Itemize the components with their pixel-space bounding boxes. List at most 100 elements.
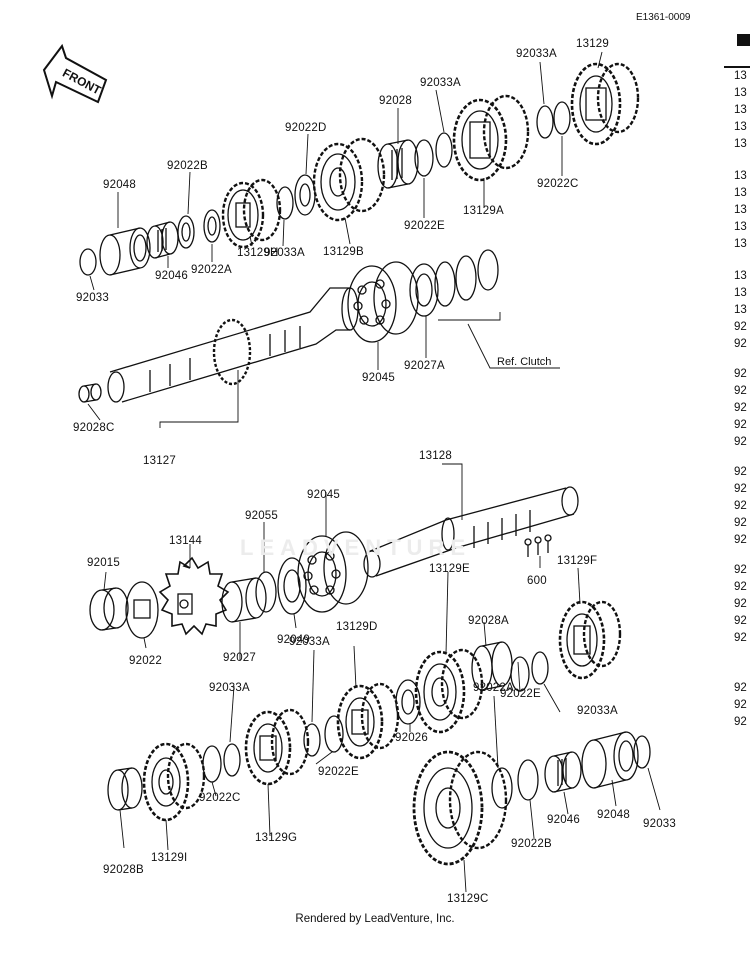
gear-13129F	[558, 600, 622, 680]
callout-92022D: 92022D	[285, 122, 327, 134]
washer-92022E-b	[324, 715, 344, 753]
callout-92033A: 92033A	[420, 77, 461, 89]
gear-13129E	[414, 648, 484, 734]
bushing-92028	[377, 139, 419, 189]
callout-92045: 92045	[362, 372, 395, 384]
parts-list-row: 92	[734, 517, 747, 529]
parts-list-row: 92	[734, 716, 747, 728]
gear-13129H	[221, 178, 282, 249]
bushing-92028A	[471, 641, 513, 691]
bearing-92046-top	[146, 221, 179, 259]
callout-92033: 92033	[76, 292, 109, 304]
circlip-92033A-top	[536, 105, 554, 139]
oring-92055	[255, 571, 277, 613]
parts-list-row: 92	[734, 615, 747, 627]
parts-list-row: 92	[734, 564, 747, 576]
callout-92045: 92045	[307, 489, 340, 501]
parts-list-row: 13	[734, 170, 747, 182]
callout-92022A: 92022A	[191, 264, 232, 276]
callout-600: 600	[527, 575, 547, 587]
gear-13129D	[336, 682, 400, 760]
washer-92022D	[294, 174, 316, 216]
parts-list-row: 13	[734, 70, 747, 82]
callout-92022C: 92022C	[199, 792, 241, 804]
callout-92028B: 92028B	[103, 864, 144, 876]
callout-92033A: 92033A	[289, 636, 330, 648]
parts-list-row: 13	[734, 238, 747, 250]
callout-92022A: 92022A	[473, 682, 514, 694]
parts-list-row: 13	[734, 204, 747, 216]
callout-92022C: 92022C	[537, 178, 579, 190]
parts-list-row: 92	[734, 436, 747, 448]
parts-list-row: 92	[734, 466, 747, 478]
callout-92028: 92028	[379, 95, 412, 107]
callout-92022E: 92022E	[318, 766, 359, 778]
parts-list-row: 13	[734, 270, 747, 282]
front-arrow-icon: FRONT	[42, 43, 108, 104]
side-header-mark	[737, 34, 750, 46]
callout-92033A: 92033A	[577, 705, 618, 717]
callout-92048: 92048	[103, 179, 136, 191]
parts-list-row: 13	[734, 87, 747, 99]
bushing-92028C	[78, 383, 102, 403]
parts-list-row: 13	[734, 304, 747, 316]
callout-92055: 92055	[245, 510, 278, 522]
parts-list-row: 92	[734, 385, 747, 397]
circlip-92033-top	[79, 248, 97, 276]
callout-92046: 92046	[547, 814, 580, 826]
callout-92022B: 92022B	[167, 160, 208, 172]
callout-92028A: 92028A	[468, 615, 509, 627]
callout-13129G: 13129G	[255, 832, 298, 844]
parts-list-row: 13	[734, 138, 747, 150]
parts-list-row: 92	[734, 419, 747, 431]
screw-600	[524, 534, 552, 557]
callout-13127: 13127	[143, 455, 176, 467]
washer-92022A-b	[491, 767, 513, 809]
callout-13129H: 13129H	[237, 247, 279, 259]
callout-92015: 92015	[87, 557, 120, 569]
circlip-92033-b	[633, 735, 651, 769]
washer-92022B-top	[177, 215, 195, 249]
ref-clutch-clip	[477, 249, 499, 291]
footer-credit: Rendered by LeadVenture, Inc.	[295, 913, 455, 925]
callout-13129B: 13129B	[323, 246, 364, 258]
callout-13129A: 13129A	[463, 205, 504, 217]
collar-92027	[221, 577, 267, 623]
callout-92048: 92048	[597, 809, 630, 821]
parts-list-row: 92	[734, 402, 747, 414]
callout-92022E: 92022E	[404, 220, 445, 232]
callout-92028C: 92028C	[73, 422, 115, 434]
lockwasher-92022	[125, 581, 159, 639]
callout-13144: 13144	[169, 535, 202, 547]
circlip-92033A-b1	[223, 743, 241, 777]
sprocket-13144	[158, 556, 230, 636]
callout-13129D: 13129D	[336, 621, 378, 633]
parts-list-row: 13	[734, 221, 747, 233]
side-list-rule	[724, 66, 750, 68]
shaft-13128	[363, 486, 579, 578]
circlip-92033A-mid	[435, 132, 453, 168]
parts-list-row: 13	[734, 187, 747, 199]
parts-list-row: 92	[734, 699, 747, 711]
parts-list-row: 92	[734, 682, 747, 694]
collar-92049	[277, 557, 307, 615]
sleeve-92048-top	[99, 227, 151, 276]
callout-92033A: 92033A	[264, 247, 305, 259]
callout-13129C: 13129C	[447, 893, 489, 905]
circlip-92033A-b2	[303, 723, 321, 757]
parts-list-row: 13	[734, 104, 747, 116]
callout-92022B: 92022B	[511, 838, 552, 850]
callout-92027: 92027	[223, 652, 256, 664]
parts-list-row: 92	[734, 534, 747, 546]
shaft-13127	[107, 287, 359, 403]
bearing-92045-top	[347, 261, 419, 343]
callout-13129E: 13129E	[429, 563, 470, 575]
gear-13129C	[412, 750, 508, 866]
watermark: LEADVENTURE	[240, 535, 472, 560]
ref-clutch-label: Ref. Clutch	[497, 356, 552, 368]
circlip-92033A-upper	[276, 186, 294, 220]
parts-list-row: 92	[734, 500, 747, 512]
gear-13129	[570, 62, 640, 146]
